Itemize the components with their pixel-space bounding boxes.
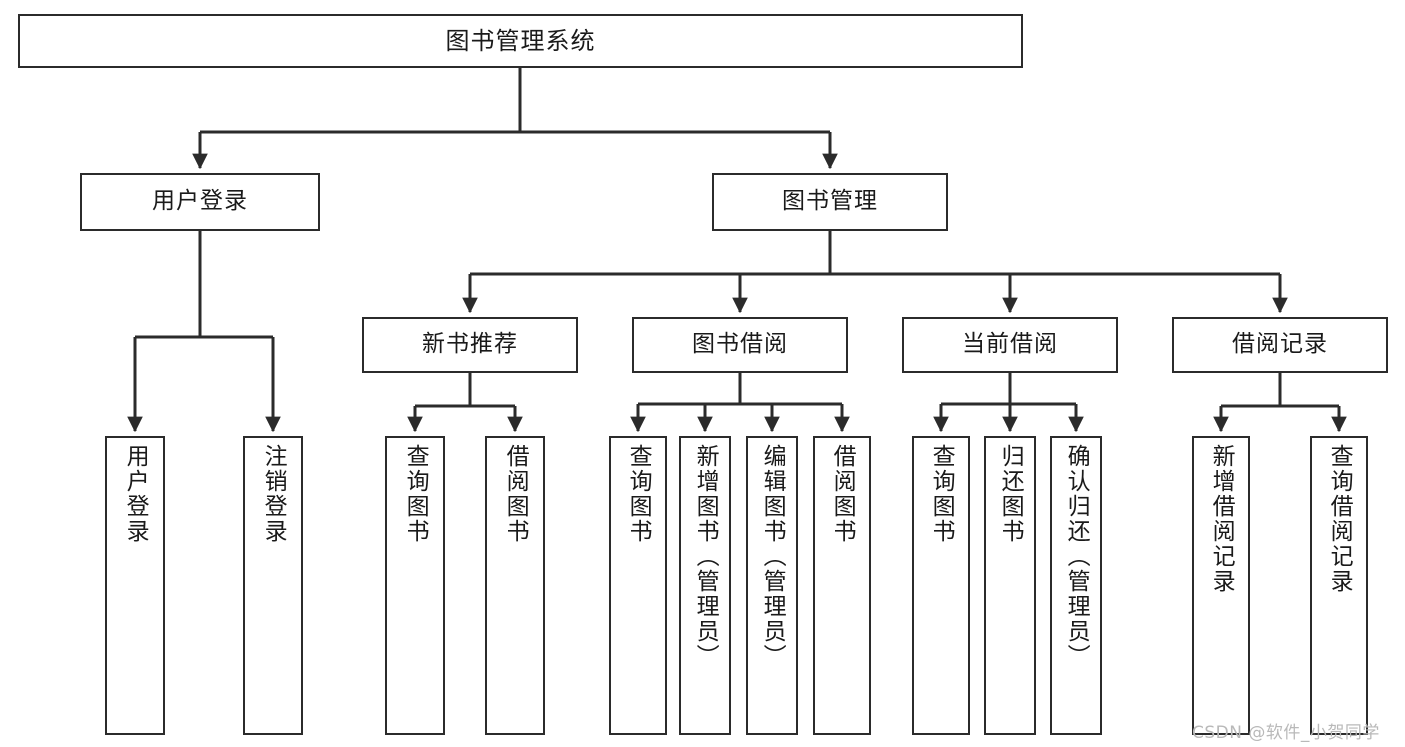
node-root-label: 图书管理系统 [445, 26, 596, 55]
node-leaf-confirm-return-label: 确认归还（管理员） [1063, 444, 1090, 669]
node-leaf-query-book-2-label: 查询图书 [625, 444, 652, 544]
node-current-borrow[interactable]: 当前借阅 [902, 317, 1118, 373]
node-leaf-edit-book-label: 编辑图书（管理员） [759, 444, 786, 669]
node-leaf-query-record[interactable]: 查询借阅记录 [1310, 436, 1368, 735]
node-leaf-edit-book[interactable]: 编辑图书（管理员） [746, 436, 798, 735]
node-leaf-borrow-book-1-label: 借阅图书 [502, 444, 529, 544]
node-leaf-add-book-label: 新增图书（管理员） [692, 444, 719, 669]
node-new-book-recommend[interactable]: 新书推荐 [362, 317, 578, 373]
node-book-manage[interactable]: 图书管理 [712, 173, 948, 231]
node-user-login-label: 用户登录 [152, 188, 248, 215]
node-book-manage-label: 图书管理 [782, 188, 878, 215]
node-leaf-confirm-return[interactable]: 确认归还（管理员） [1050, 436, 1102, 735]
node-leaf-logout[interactable]: 注销登录 [243, 436, 303, 735]
node-leaf-query-book-1-label: 查询图书 [402, 444, 429, 544]
node-root[interactable]: 图书管理系统 [18, 14, 1023, 68]
csdn-watermark: CSDN @软件_小贺同学 [1192, 723, 1380, 743]
node-current-borrow-label: 当前借阅 [962, 331, 1058, 358]
node-leaf-borrow-book-2-label: 借阅图书 [829, 444, 856, 544]
node-leaf-add-book[interactable]: 新增图书（管理员） [679, 436, 731, 735]
node-leaf-add-record-label: 新增借阅记录 [1208, 444, 1235, 594]
node-leaf-query-book-3[interactable]: 查询图书 [912, 436, 970, 735]
node-leaf-borrow-book-2[interactable]: 借阅图书 [813, 436, 871, 735]
node-leaf-user-login-label: 用户登录 [122, 444, 149, 544]
node-leaf-return-book-label: 归还图书 [997, 444, 1024, 544]
node-new-book-recommend-label: 新书推荐 [422, 331, 518, 358]
node-leaf-borrow-book-1[interactable]: 借阅图书 [485, 436, 545, 735]
node-borrow-record-label: 借阅记录 [1232, 331, 1328, 358]
node-user-login[interactable]: 用户登录 [80, 173, 320, 231]
node-leaf-query-record-label: 查询借阅记录 [1326, 444, 1353, 594]
node-leaf-user-login[interactable]: 用户登录 [105, 436, 165, 735]
node-book-borrow[interactable]: 图书借阅 [632, 317, 848, 373]
node-leaf-query-book-1[interactable]: 查询图书 [385, 436, 445, 735]
node-leaf-query-book-3-label: 查询图书 [928, 444, 955, 544]
node-borrow-record[interactable]: 借阅记录 [1172, 317, 1388, 373]
node-leaf-query-book-2[interactable]: 查询图书 [609, 436, 667, 735]
node-book-borrow-label: 图书借阅 [692, 331, 788, 358]
node-leaf-logout-label: 注销登录 [260, 444, 287, 544]
node-leaf-add-record[interactable]: 新增借阅记录 [1192, 436, 1250, 735]
node-leaf-return-book[interactable]: 归还图书 [984, 436, 1036, 735]
